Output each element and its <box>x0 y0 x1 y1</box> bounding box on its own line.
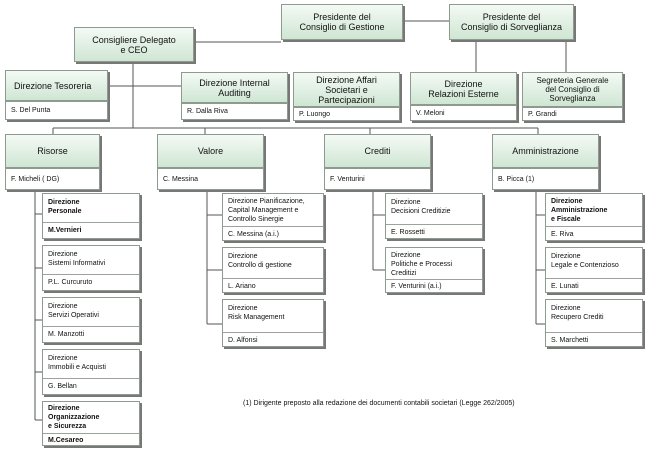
area-crediti-person-box: F. Venturini <box>324 168 431 190</box>
unit-pianificazione-person: C. Messina (a.i.) <box>228 231 279 238</box>
unit-recupero-crediti-title: Direzione Recupero Crediti <box>551 305 604 321</box>
area-amministrazione-person: B. Picca (1) <box>498 175 535 183</box>
staff-relazioni-esterne-person-box: V. Meloni <box>410 105 517 121</box>
unit-divider <box>43 222 139 223</box>
unit-sistemi-informativi-title: Direzione Sistemi Informativi <box>48 251 106 267</box>
unit-controllo-gestione: Direzione Controllo di gestione L. Arian… <box>222 247 324 293</box>
area-crediti-person: F. Venturini <box>330 175 365 183</box>
unit-politiche-processi-person: F. Venturini (a.i.) <box>391 283 442 290</box>
unit-divider <box>546 278 642 279</box>
unit-divider <box>43 378 139 379</box>
unit-organizzazione-sicurezza: Direzione Organizzazione e Sicurezza M.C… <box>42 401 140 446</box>
unit-divider <box>546 226 642 227</box>
unit-divider <box>43 326 139 327</box>
area-crediti-header: Crediti <box>324 134 431 168</box>
area-crediti-title: Crediti <box>364 146 391 156</box>
staff-segreteria-title: Segreteria Generale del Consiglio di Sor… <box>536 76 609 103</box>
staff-internal-auditing-person-box: R. Dalla Riva <box>181 103 288 120</box>
unit-amministrazione-fiscale-title: Direzione Amministrazione e Fiscale <box>551 198 608 223</box>
unit-sistemi-informativi: Direzione Sistemi Informativi P.L. Curcu… <box>42 245 140 291</box>
unit-decisioni-creditizie-person: E. Rossetti <box>391 229 425 236</box>
unit-organizzazione-sicurezza-title: Direzione Organizzazione e Sicurezza <box>48 405 100 430</box>
unit-divider <box>223 332 323 333</box>
unit-controllo-gestione-title: Direzione Controllo di gestione <box>228 253 292 269</box>
area-valore-person-box: C. Messina <box>157 168 264 190</box>
unit-immobili-acquisti-title: Direzione Immobili e Acquisti <box>48 355 106 371</box>
staff-internal-auditing-person: R. Dalla Riva <box>187 108 228 115</box>
unit-servizi-operativi: Direzione Servizi Operativi M. Manzotti <box>42 297 140 343</box>
unit-amministrazione-fiscale-person: E. Riva <box>551 231 574 238</box>
unit-decisioni-creditizie-title: Direzione Decisioni Creditizie <box>391 199 451 215</box>
staff-affari-societari-header: Direzione Affari Societari e Partecipazi… <box>293 72 400 107</box>
unit-legale-contenzioso-person: E. Lunati <box>551 283 579 290</box>
area-risorse-title: Risorse <box>37 146 68 156</box>
unit-amministrazione-fiscale: Direzione Amministrazione e Fiscale E. R… <box>545 193 643 241</box>
area-amministrazione-title: Amministrazione <box>512 146 579 156</box>
unit-controllo-gestione-person: L. Ariano <box>228 283 256 290</box>
ceo-label: Consigliere Delegato e CEO <box>92 34 176 55</box>
unit-divider <box>386 279 482 280</box>
unit-decisioni-creditizie: Direzione Decisioni Creditizie E. Rosset… <box>385 193 483 239</box>
unit-pianificazione-title: Direzione Pianificazione, Capital Manage… <box>228 198 305 223</box>
unit-personale-person: M.Vernieri <box>48 227 82 234</box>
staff-segreteria-person: P. Grandi <box>528 110 557 118</box>
area-valore-title: Valore <box>197 146 224 156</box>
unit-pianificazione: Direzione Pianificazione, Capital Manage… <box>222 193 324 241</box>
staff-segreteria-header: Segreteria Generale del Consiglio di Sor… <box>522 72 623 107</box>
staff-tesoreria-header: Direzione Tesoreria <box>5 70 108 101</box>
area-amministrazione-person-box: B. Picca (1) <box>492 168 599 190</box>
staff-relazioni-esterne-header: Direzione Relazioni Esterne <box>410 72 517 105</box>
unit-risk-management: Direzione Risk Management D. Alfonsi <box>222 299 324 347</box>
unit-recupero-crediti-person: S. Marchetti <box>551 337 589 344</box>
footnote: (1) Dirigente preposto alla redazione de… <box>243 400 515 407</box>
unit-divider <box>386 224 482 225</box>
staff-tesoreria-person-box: S. Del Punta <box>5 101 108 120</box>
unit-risk-management-person: D. Alfonsi <box>228 337 258 344</box>
ceo-box: Consigliere Delegato e CEO <box>74 27 194 62</box>
unit-divider <box>546 332 642 333</box>
unit-personale: Direzione Personale M.Vernieri <box>42 193 140 239</box>
area-amministrazione-header: Amministrazione <box>492 134 599 168</box>
presidente-sorveglianza-label: Presidente del Consiglio di Sorveglianza <box>460 12 563 32</box>
unit-divider <box>43 274 139 275</box>
staff-internal-auditing-title: Direzione Internal Auditing <box>199 77 270 98</box>
area-valore-header: Valore <box>157 134 264 168</box>
staff-relazioni-esterne-title: Direzione Relazioni Esterne <box>428 78 499 99</box>
unit-legale-contenzioso: Direzione Legale e Contenzioso E. Lunati <box>545 247 643 293</box>
staff-internal-auditing-header: Direzione Internal Auditing <box>181 72 288 103</box>
staff-affari-societari-person: P. Luongo <box>299 110 331 118</box>
unit-servizi-operativi-person: M. Manzotti <box>48 331 85 338</box>
area-risorse-person: F. Micheli ( DG) <box>11 175 60 183</box>
staff-relazioni-esterne-person: V. Meloni <box>416 109 445 117</box>
unit-immobili-acquisti-person: G. Bellan <box>48 383 77 390</box>
staff-affari-societari-person-box: P. Luongo <box>293 107 400 121</box>
presidente-gestione-box: Presidente del Consiglio di Gestione <box>281 4 403 40</box>
unit-risk-management-title: Direzione Risk Management <box>228 305 285 321</box>
unit-divider <box>223 278 323 279</box>
unit-politiche-processi: Direzione Politiche e Processi Creditizi… <box>385 247 483 293</box>
staff-tesoreria-person: S. Del Punta <box>11 107 51 114</box>
area-risorse-person-box: F. Micheli ( DG) <box>5 168 100 190</box>
unit-organizzazione-sicurezza-person: M.Cesareo <box>48 437 84 444</box>
unit-sistemi-informativi-person: P.L. Curcuruto <box>48 279 93 286</box>
staff-segreteria-person-box: P. Grandi <box>522 107 623 121</box>
presidente-sorveglianza-box: Presidente del Consiglio di Sorveglianza <box>449 4 574 40</box>
unit-politiche-processi-title: Direzione Politiche e Processi Creditizi <box>391 252 453 277</box>
area-risorse-header: Risorse <box>5 134 100 168</box>
staff-tesoreria-title: Direzione Tesoreria <box>14 80 92 91</box>
area-valore-person: C. Messina <box>163 175 199 183</box>
presidente-gestione-label: Presidente del Consiglio di Gestione <box>299 12 385 32</box>
unit-divider <box>43 433 139 434</box>
unit-personale-title: Direzione Personale <box>48 199 82 215</box>
unit-divider <box>223 226 323 227</box>
unit-immobili-acquisti: Direzione Immobili e Acquisti G. Bellan <box>42 349 140 395</box>
staff-affari-societari-title: Direzione Affari Societari e Partecipazi… <box>316 74 377 105</box>
unit-recupero-crediti: Direzione Recupero Crediti S. Marchetti <box>545 299 643 347</box>
unit-servizi-operativi-title: Direzione Servizi Operativi <box>48 303 99 319</box>
unit-legale-contenzioso-title: Direzione Legale e Contenzioso <box>551 253 619 269</box>
